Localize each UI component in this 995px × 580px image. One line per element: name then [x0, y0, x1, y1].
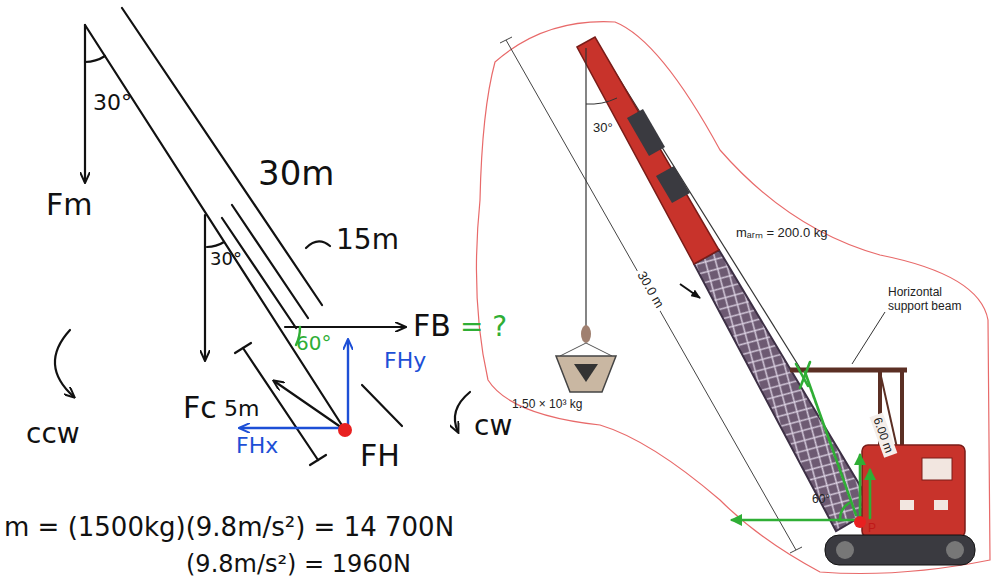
angle-arc [85, 56, 105, 62]
force-line [805, 372, 856, 515]
handwritten-label: (9.8m/s²) = 1960N [186, 552, 411, 576]
figure-label: mₐᵣₘ = 200.0 kg [736, 226, 827, 239]
handwritten-label: 60° [296, 333, 331, 353]
dimension-line [506, 40, 796, 550]
dimension-line [222, 218, 296, 328]
handwritten-label: 30° [93, 92, 132, 114]
figure-label: 30.0 m [633, 266, 669, 313]
figure-label: P [868, 522, 876, 534]
dimension-squiggle [306, 241, 330, 248]
force-line [800, 362, 810, 388]
pivot-point [854, 516, 866, 528]
crawler-track [825, 535, 975, 565]
bucket-opening [574, 364, 598, 382]
handwritten-label: FHx [236, 435, 278, 457]
force-arrow [204, 215, 206, 360]
track-wheel [946, 541, 964, 559]
force-arrow [285, 326, 405, 328]
force-arrow [84, 25, 86, 182]
cutout-outline [476, 22, 990, 574]
concrete-bucket [556, 356, 616, 392]
dimension-tick [500, 37, 512, 43]
handwritten-label: = ? [460, 313, 507, 341]
bucket-rigging [560, 343, 612, 356]
pivot-dot [338, 423, 352, 437]
hook [581, 325, 591, 343]
handwritten-label: FH [360, 441, 400, 471]
boom-tip [577, 37, 719, 264]
force-arrow [274, 381, 345, 430]
boom-band [656, 166, 690, 203]
crane-cab [862, 445, 965, 537]
small-arrow [680, 284, 700, 298]
crane-illustration [476, 22, 990, 574]
force-component-arrow [240, 427, 345, 429]
dimension-tick [790, 547, 802, 553]
angle-arc [586, 98, 617, 104]
force-arrow [869, 470, 872, 518]
force-components [240, 327, 352, 437]
cab-detail [934, 500, 948, 510]
handwritten-label: 30m [258, 156, 334, 190]
rotation-arrow [455, 392, 470, 432]
boom-lattice [694, 250, 874, 531]
figure-label: 1.50 × 10³ kg [512, 398, 582, 410]
handwritten-label: FHy [384, 350, 426, 372]
handwritten-label: Fc [183, 393, 217, 423]
handwritten-label: Fm [46, 190, 92, 220]
dimension-line [232, 205, 308, 318]
handwritten-label: ccw [26, 420, 80, 448]
handwritten-label: 5m [224, 398, 259, 420]
cab-detail [900, 500, 914, 510]
rotation-arrow [55, 330, 74, 397]
handwritten-label: FB [413, 311, 451, 341]
boom-band [627, 109, 665, 156]
angle-arc [207, 242, 224, 247]
handwritten-label: 15m [336, 226, 399, 254]
handwritten-label: 30° [210, 250, 242, 268]
figure-label: Horizontal support beam [888, 286, 974, 314]
hoist-line [585, 48, 586, 326]
handwritten-label: cw [474, 412, 512, 440]
dimension-tick [310, 455, 326, 465]
angle-arc [840, 503, 849, 520]
handwritten-label: m = (1500kg)(9.8m/s²) = 14 700N [4, 514, 454, 540]
boom-line [362, 385, 402, 426]
force-sketch [732, 362, 870, 520]
force-component-arrow [347, 340, 349, 428]
force-arrow [859, 455, 862, 520]
cab-window [922, 458, 952, 480]
dimension-tick [235, 343, 251, 353]
figure-label: 60° [812, 493, 830, 505]
boom-line [85, 25, 345, 430]
free-body-diagram [55, 8, 470, 465]
leader-line [852, 312, 885, 364]
track-wheel [836, 541, 854, 559]
figure-label: 30° [593, 121, 613, 134]
